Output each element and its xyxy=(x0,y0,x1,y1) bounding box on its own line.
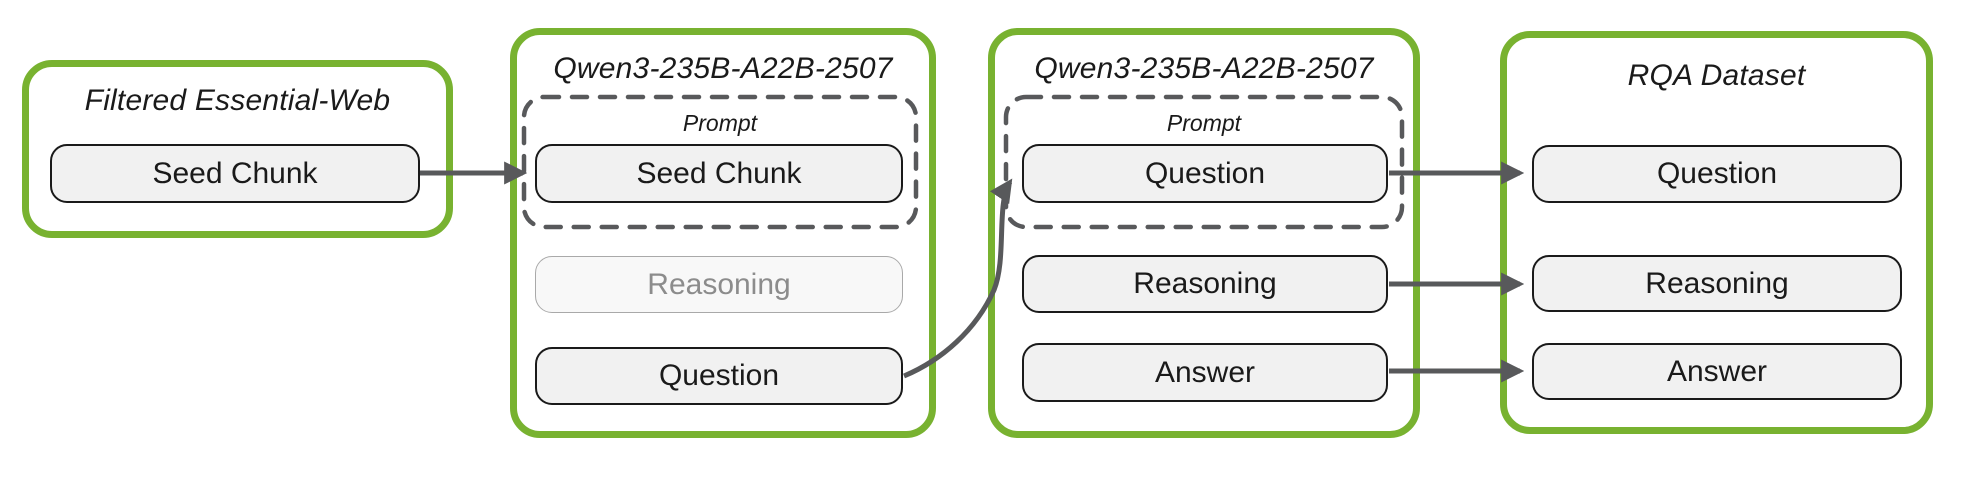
group-title-qwen-stage-1: Qwen3-235B-A22B-2507 xyxy=(553,52,893,85)
node-answer-dataset: Answer xyxy=(1532,343,1902,400)
node-reasoning-discarded: Reasoning xyxy=(535,256,903,313)
prompt-label-stage-1: Prompt xyxy=(682,110,758,136)
group-title-qwen-stage-2: Qwen3-235B-A22B-2507 xyxy=(1034,52,1374,85)
group-title-filtered-essential-web: Filtered Essential-Web xyxy=(84,84,391,117)
node-reasoning-generated: Reasoning xyxy=(1022,255,1388,313)
node-seed-chunk-source: Seed Chunk xyxy=(50,144,420,203)
node-answer-generated: Answer xyxy=(1022,343,1388,402)
node-question-dataset: Question xyxy=(1532,145,1902,203)
node-question-prompt: Question xyxy=(1022,144,1388,203)
prompt-label-stage-2: Prompt xyxy=(1166,110,1242,136)
group-title-rqa-dataset: RQA Dataset xyxy=(1627,59,1806,92)
node-reasoning-dataset: Reasoning xyxy=(1532,255,1902,312)
node-seed-chunk-prompt: Seed Chunk xyxy=(535,144,903,203)
node-question-generated: Question xyxy=(535,347,903,405)
